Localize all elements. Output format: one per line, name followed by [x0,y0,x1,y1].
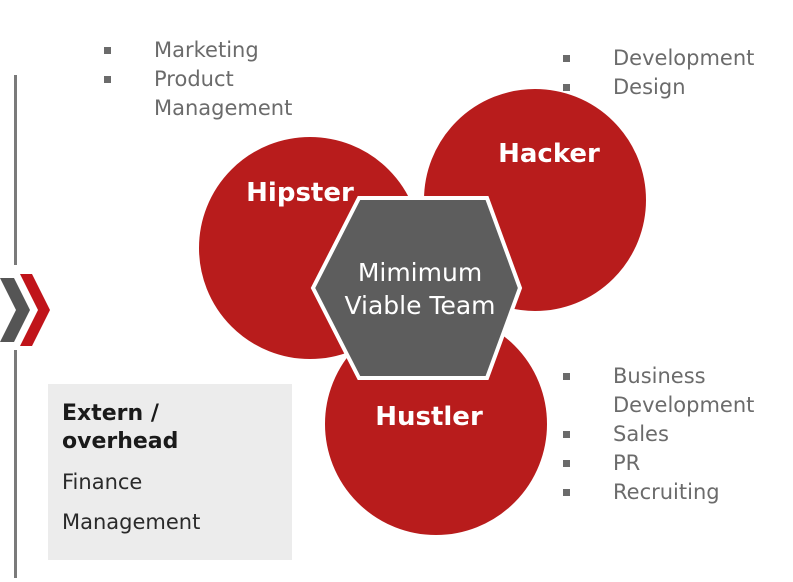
hacker-skill-list: Development Design [563,44,754,102]
arrow-red-chevron [20,274,50,346]
left-divider-top [14,75,17,265]
label-hustler: Hustler [375,402,483,432]
bullet-square-icon [563,84,570,91]
list-item: Sales [563,420,754,449]
center-hexagon [310,196,523,380]
bullet-square-icon [104,47,111,54]
left-divider-bottom [14,350,17,578]
arrow-dark-chevron [0,278,30,342]
extern-overhead-box [48,384,292,560]
list-item: Marketing [104,36,292,65]
bullet-square-icon [563,55,570,62]
extern-title: Extern / overhead [62,401,179,454]
bullet-square-icon [563,373,570,380]
center-text-line2: Viable Team [344,291,495,320]
list-item: PR [563,449,754,478]
list-item: Design [563,73,754,102]
center-text-line1: Mimimum [358,258,482,287]
bullet-square-icon [563,460,570,467]
list-item: Recruiting [563,478,754,507]
label-hipster: Hipster [246,178,354,208]
bullet-square-icon [563,431,570,438]
list-item: Development [563,44,754,73]
bullet-square-icon [563,489,570,496]
extern-item-finance: Finance [62,470,143,494]
label-hacker: Hacker [498,139,600,169]
bullet-square-icon [104,76,111,83]
extern-item-management: Management [62,510,201,534]
